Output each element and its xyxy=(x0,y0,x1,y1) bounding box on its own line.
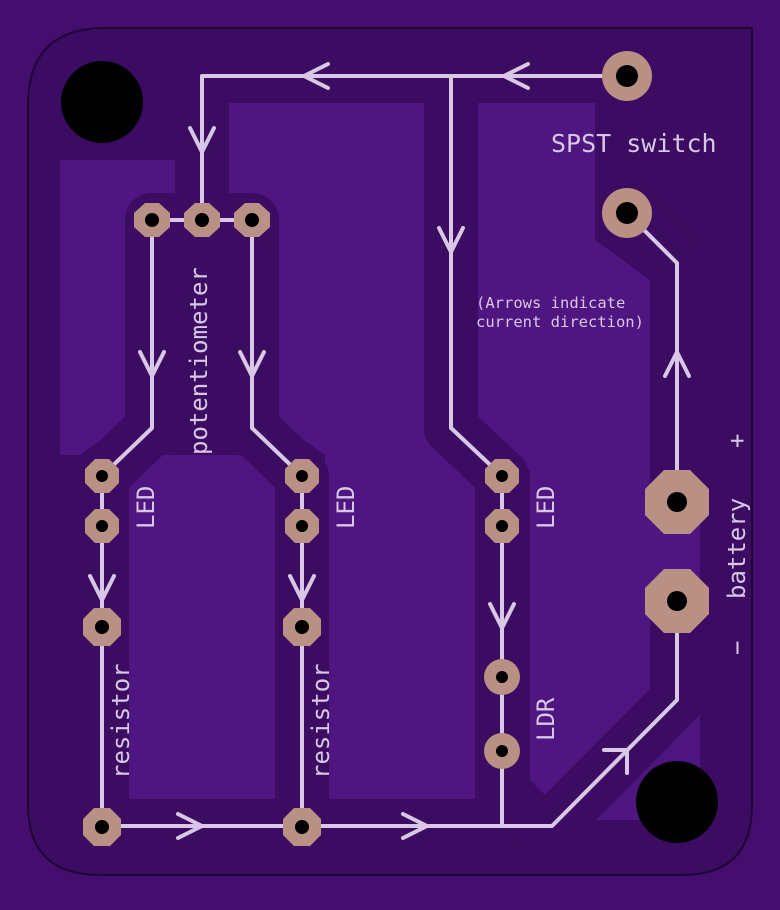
drill-hole xyxy=(496,745,508,757)
drill-hole xyxy=(96,470,108,482)
drill-hole xyxy=(616,65,638,87)
drill-hole xyxy=(95,620,109,634)
note-line-1: (Arrows indicate xyxy=(476,294,625,312)
trace-pot-left xyxy=(100,218,154,478)
potentiometer-label: potentiometer xyxy=(185,267,213,455)
resistor2-label: resistor xyxy=(307,663,335,779)
ldr-label: LDR xyxy=(532,697,560,741)
drill-hole xyxy=(195,213,209,227)
current-arrows xyxy=(88,62,691,840)
battery-label: battery xyxy=(723,498,751,599)
pour-left-region xyxy=(60,160,178,455)
drill-holes xyxy=(95,65,687,834)
copper-pour xyxy=(60,100,700,820)
arrow-down-icon xyxy=(138,350,166,378)
mounting-hole-top-left xyxy=(61,61,143,143)
drill-hole xyxy=(295,620,309,634)
arrow-left-icon xyxy=(502,62,530,90)
arrow-up-icon xyxy=(663,350,691,378)
led2-label: LED xyxy=(332,486,360,529)
drill-hole xyxy=(296,470,308,482)
arrow-right-icon xyxy=(401,812,429,840)
arrow-down-icon xyxy=(188,126,216,154)
mounting-hole-bottom-right xyxy=(636,761,718,843)
trace-pot-right xyxy=(250,218,304,478)
arrow-down-icon xyxy=(88,574,116,602)
arrow-right-icon xyxy=(176,812,204,840)
drill-hole xyxy=(496,671,508,683)
drill-hole xyxy=(96,520,108,532)
trace-mid-trunk xyxy=(449,74,504,478)
arrow-up-right-icon xyxy=(602,748,629,775)
pour-right-region xyxy=(475,100,700,820)
trace-top-bus xyxy=(200,74,629,222)
battery-minus-label: − xyxy=(723,641,751,655)
switch-label: SPST switch xyxy=(551,129,717,158)
drill-hole xyxy=(496,520,508,532)
drill-hole xyxy=(145,213,159,227)
drill-hole xyxy=(616,202,638,224)
silkscreen-labels: SPST switch (Arrows indicate current dir… xyxy=(107,129,751,779)
drill-hole xyxy=(245,213,259,227)
led3-label: LED xyxy=(532,486,560,529)
drill-hole xyxy=(667,492,687,512)
pour-center-region xyxy=(228,100,475,800)
led1-label: LED xyxy=(132,486,160,529)
arrow-left-icon xyxy=(302,62,330,90)
drill-hole xyxy=(496,470,508,482)
arrow-down-icon xyxy=(437,226,465,254)
arrow-down-icon xyxy=(238,350,266,378)
trace-bottom-bus xyxy=(100,598,679,828)
battery-plus-label: + xyxy=(723,434,751,448)
drill-hole xyxy=(95,820,109,834)
pour-left-column xyxy=(128,455,275,800)
arrow-down-icon xyxy=(288,574,316,602)
drill-hole xyxy=(295,820,309,834)
drill-hole xyxy=(296,520,308,532)
mounting-holes xyxy=(61,61,718,843)
resistor1-label: resistor xyxy=(107,663,135,779)
note-line-2: current direction) xyxy=(476,313,644,331)
drill-hole xyxy=(667,591,687,611)
arrow-down-icon xyxy=(488,602,516,630)
